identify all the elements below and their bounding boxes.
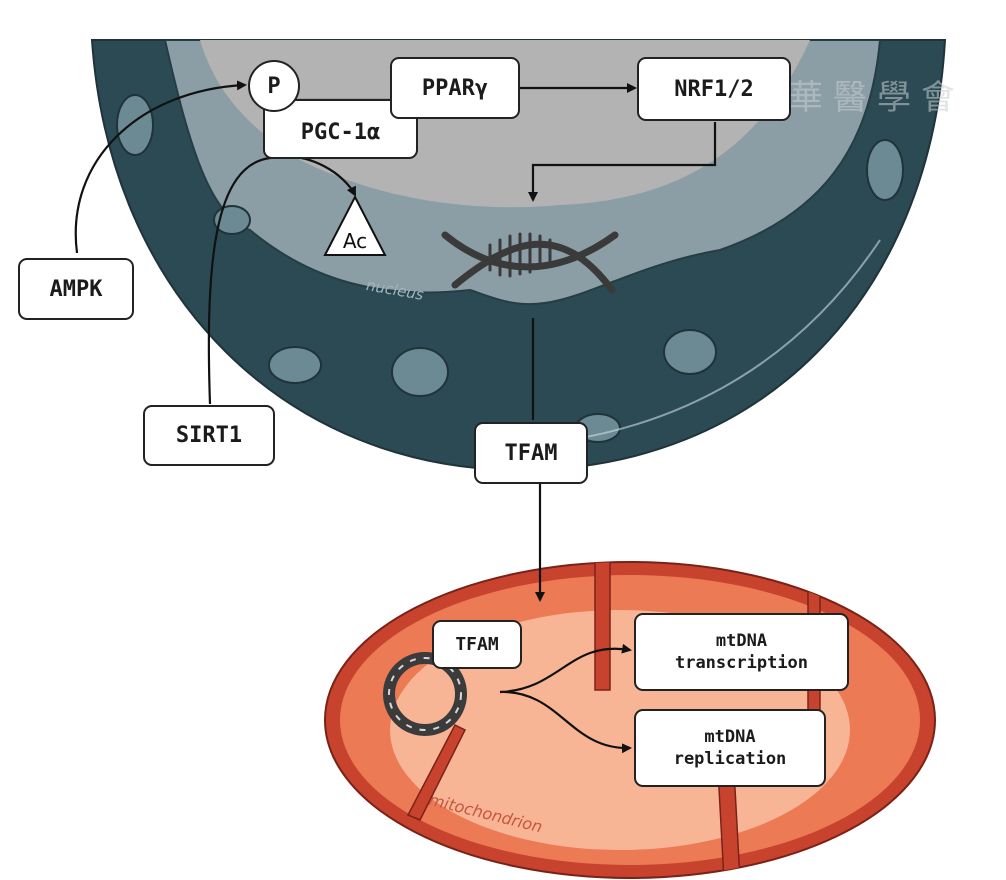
mitochondrion: mitochondrion [324,561,936,879]
dna-helix-icon [441,231,619,294]
edge-to-transcription [499,643,632,694]
phospho-node: P [248,60,300,112]
mtdna-replication-node: mtDNA replication [634,709,826,787]
edge-to-replication [499,690,632,754]
tfam-nuclear-node: TFAM [474,422,588,484]
mtdna-circle-icon [383,652,467,736]
tfam-mito-node: TFAM [432,620,522,669]
replication-line2: replication [673,749,787,769]
transcription-line2: transcription [674,653,809,673]
replication-line1: mtDNA [704,727,756,747]
mtdna-transcription-node: mtDNA transcription [634,613,849,691]
svg-text:Ac: Ac [343,229,367,253]
pgc1a-node: PGC-1α [263,99,418,159]
edge-ampk-p [74,80,247,254]
nrf-node: NRF1/2 [637,57,791,121]
acetyl-group: Ac [323,194,387,256]
transcription-line1: mtDNA [715,631,768,651]
ampk-node: AMPK [18,258,134,320]
sirt1-node: SIRT1 [143,405,275,466]
edge-sirt1-ac [207,155,356,405]
ppary-node: PPARγ [390,57,520,119]
edge-nrf-dna [528,122,717,202]
